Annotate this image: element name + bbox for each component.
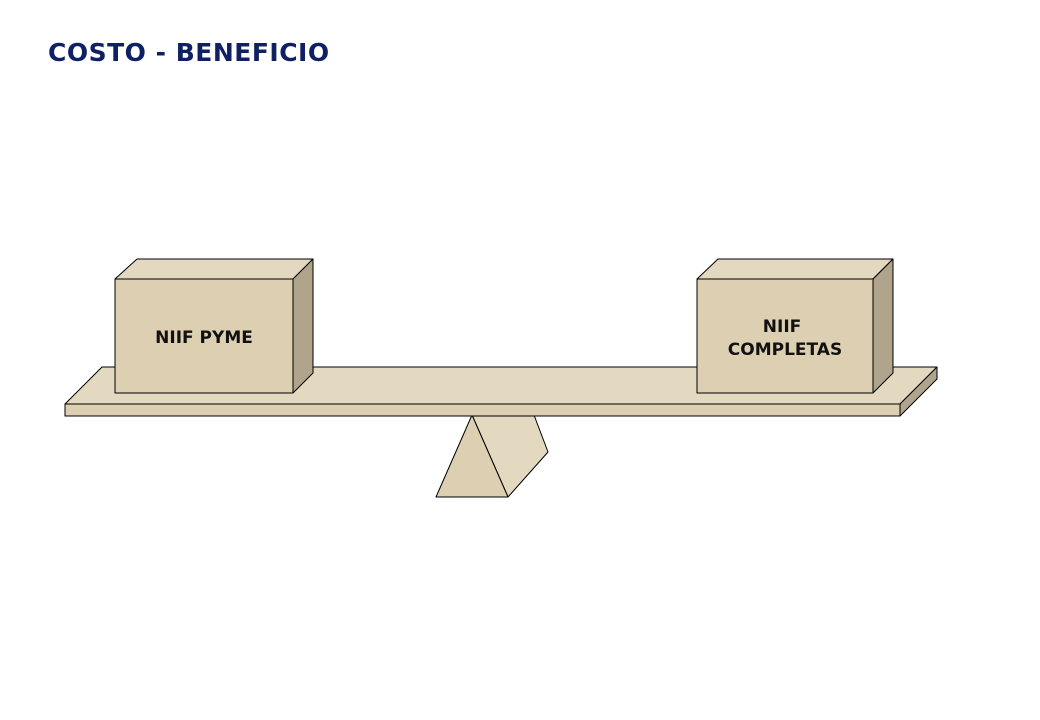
- plank-front-face: [64, 403, 901, 417]
- box-right-label: NIIF COMPLETAS: [728, 317, 842, 360]
- box-left-label: NIIF PYME: [155, 328, 253, 348]
- slide-title: COSTO - BENEFICIO: [48, 38, 330, 67]
- fulcrum-front-face: [435, 414, 509, 498]
- box-left-side-face: [292, 258, 314, 394]
- box-left-front-face: [114, 278, 294, 394]
- plank-end-face: [899, 366, 938, 417]
- box-right-top-face: [696, 258, 894, 280]
- box-niif-pyme: NIIF PYME: [114, 258, 314, 394]
- box-right-front-face: [696, 278, 874, 394]
- box-left-top-face: [114, 258, 314, 280]
- box-right-side-face: [872, 258, 894, 394]
- fulcrum: [435, 414, 549, 498]
- box-niif-completas: NIIF COMPLETAS: [696, 258, 894, 394]
